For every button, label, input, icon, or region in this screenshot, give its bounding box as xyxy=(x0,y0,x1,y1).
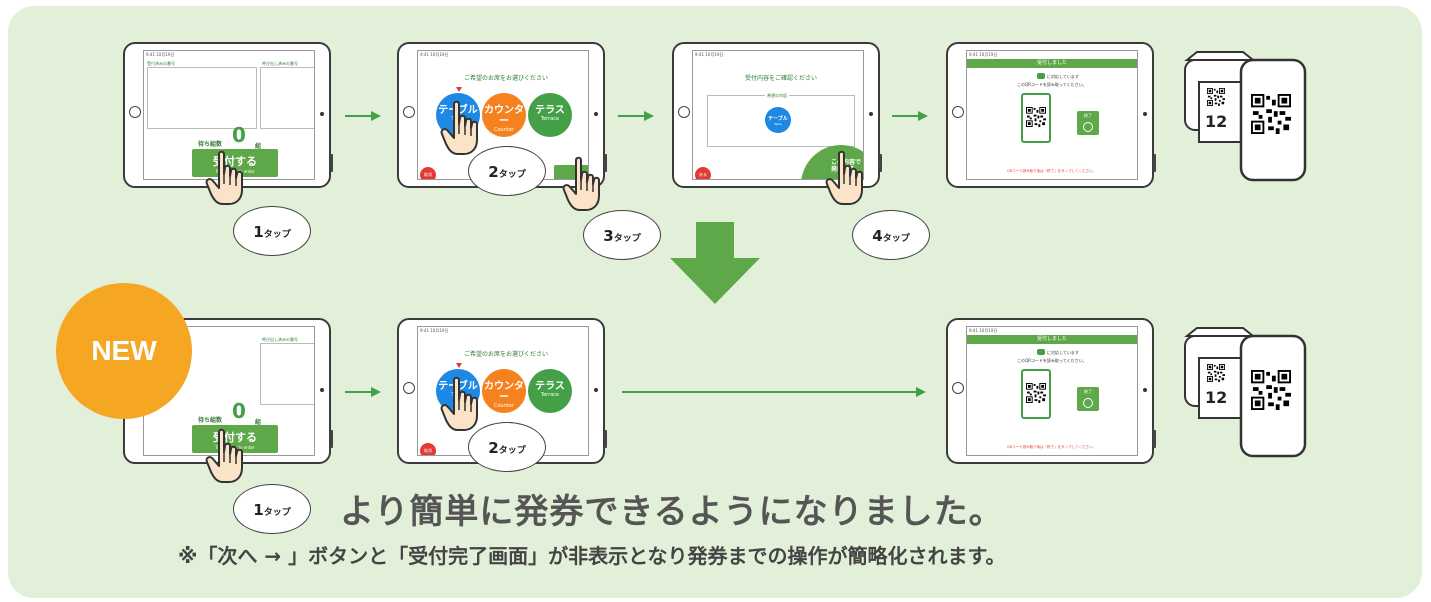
phone-icon xyxy=(1021,93,1051,143)
tablet-done-top: 9:41 10月19日 受付しました に対応しています このQRコードを読み取っ… xyxy=(946,42,1156,188)
arrow-down-icon xyxy=(670,222,760,304)
printer-icon xyxy=(1184,51,1307,182)
tap-bubble-3: 3タップ xyxy=(583,210,661,260)
tablet-confirm-top: 9:41 10月19日 受付内容をご確認ください 希望の内容 テーブル Tabl… xyxy=(672,42,882,188)
ticket-printer-and-phone: 12 xyxy=(1183,318,1307,458)
hand-pointer-icon xyxy=(205,150,245,206)
home-button-icon xyxy=(129,106,141,118)
wait-unit: 組 xyxy=(255,143,262,150)
phone-icon xyxy=(1021,369,1051,419)
hand-pointer-icon xyxy=(825,150,865,206)
ticket-printer-and-phone: 12 xyxy=(1183,42,1307,182)
printer-icon xyxy=(1184,327,1307,458)
called-title: 呼び出し済みの番号 xyxy=(262,61,298,66)
chosen-table-circle: テーブル Table xyxy=(765,107,791,133)
close-icon xyxy=(1083,398,1093,408)
headline: より簡単に発券できるようになりました。 xyxy=(340,492,1004,532)
arrow-right-icon xyxy=(371,387,381,397)
footnote: ※「次へ → 」ボタンと「受付完了画面」が非表示となり発券までの操作が簡略化され… xyxy=(178,544,1006,568)
arrow-right-icon xyxy=(918,111,928,121)
camera-icon xyxy=(320,112,324,116)
tap-bubble-4: 4タップ xyxy=(852,210,930,260)
tap-bubble-2-new: 2タップ xyxy=(468,422,546,472)
arrow-right-icon xyxy=(644,111,654,121)
new-badge: NEW xyxy=(56,283,192,419)
home-button-icon xyxy=(952,106,964,118)
confirm-screen: 9:41 10月19日 受付内容をご確認ください 希望の内容 テーブル Tabl… xyxy=(692,50,864,180)
hand-pointer-icon xyxy=(205,428,245,484)
status-bar: 9:41 10月19日 xyxy=(146,52,175,57)
flow-arrow xyxy=(892,115,920,117)
close-icon xyxy=(1083,122,1093,132)
line-app-icon xyxy=(1037,349,1045,355)
reception-title: 受付済みの番号 xyxy=(147,61,175,66)
done-screen: 9:41 10月19日 受付しました に対応しています このQRコードを読み取っ… xyxy=(966,326,1138,456)
hand-pointer-icon xyxy=(440,100,480,156)
flow-arrow-long xyxy=(622,391,918,393)
home-button-icon xyxy=(403,106,415,118)
done-screen: 9:41 10月19日 受付しました に対応しています このQRコードを読み取っ… xyxy=(966,50,1138,180)
hand-pointer-icon xyxy=(440,376,480,432)
arrow-right-icon xyxy=(371,111,381,121)
line-app-icon xyxy=(1037,73,1045,79)
cancel-button[interactable]: 取消 xyxy=(420,167,436,179)
ticket-number: 12 xyxy=(1205,112,1228,131)
arrow-right-icon xyxy=(916,387,926,397)
cancel-button[interactable]: 取消 xyxy=(420,443,436,455)
done-header: 受付しました xyxy=(967,59,1137,68)
back-button[interactable]: 戻る xyxy=(695,167,711,179)
flow-arrow xyxy=(345,115,373,117)
wait-count: 0 xyxy=(232,123,246,147)
flow-arrow xyxy=(618,115,646,117)
tap-bubble-1: 1タップ xyxy=(233,206,311,256)
ticket-number: 12 xyxy=(1205,388,1228,407)
tablet-done-bottom: 9:41 10月19日 受付しました に対応しています このQRコードを読み取っ… xyxy=(946,318,1156,464)
tap-bubble-1-new: 1タップ xyxy=(233,484,311,534)
finish-button[interactable]: 終了 xyxy=(1077,387,1099,411)
wait-label: 待ち組数 xyxy=(198,141,223,148)
hand-pointer-icon xyxy=(562,156,602,212)
home-button-icon xyxy=(678,106,690,118)
choose-title: ご希望のお席をお選びください xyxy=(464,75,549,82)
confirm-title: 受付内容をご確認ください xyxy=(745,75,818,82)
finish-button[interactable]: 終了 xyxy=(1077,111,1099,135)
flow-arrow xyxy=(345,391,373,393)
tap-bubble-2: 2タップ xyxy=(468,146,546,196)
